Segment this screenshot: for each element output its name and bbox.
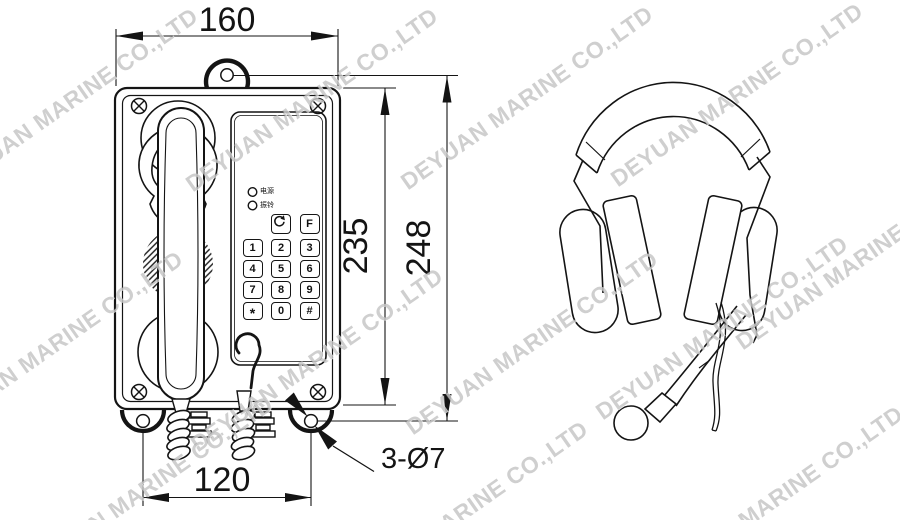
keypad-key-9: 9 bbox=[299, 281, 320, 299]
ring-led-label: 振铃 bbox=[260, 202, 274, 209]
keypad-key-8: 8 bbox=[271, 281, 291, 299]
dimension-text-235: 235 bbox=[337, 218, 375, 275]
right-mounting-hole bbox=[303, 413, 319, 429]
bottom-mounting-lugs bbox=[119, 409, 335, 434]
right-ear-pad bbox=[683, 194, 743, 326]
headset-cable bbox=[711, 301, 727, 432]
headband bbox=[575, 81, 771, 174]
hook-switch-crank bbox=[234, 332, 262, 412]
mic-boom-collar bbox=[643, 391, 678, 424]
dimension-text-120: 120 bbox=[194, 461, 251, 499]
cable-glands bbox=[186, 411, 276, 438]
left-mounting-hole bbox=[135, 413, 151, 429]
redial-icon bbox=[274, 215, 285, 227]
left-ear-cup bbox=[559, 208, 619, 334]
dimension-160 bbox=[115, 29, 339, 86]
keypad-key-1: 1 bbox=[242, 239, 263, 257]
left-ear-pad bbox=[602, 194, 662, 326]
dimension-text-160: 160 bbox=[199, 1, 256, 39]
redial-key bbox=[271, 214, 291, 234]
keypad-key-4: 4 bbox=[242, 260, 263, 278]
left-coiled-cord bbox=[166, 409, 191, 461]
keypad-key-3: 3 bbox=[299, 239, 320, 257]
keypad-key-2: 2 bbox=[271, 239, 291, 257]
power-led-label: 电源 bbox=[260, 188, 274, 195]
dimension-text-248: 248 bbox=[400, 220, 438, 277]
microphone-boom bbox=[613, 305, 747, 441]
keypad-panel bbox=[230, 111, 327, 366]
right-headband-wire bbox=[746, 156, 771, 344]
keypad-key-star: * bbox=[242, 302, 263, 320]
microphone-ball bbox=[613, 405, 649, 441]
dimension-120 bbox=[142, 429, 312, 506]
telephone-front-view bbox=[113, 58, 342, 461]
top-mounting-lug bbox=[203, 58, 251, 89]
function-key: F bbox=[299, 214, 320, 234]
keypad-key-7: 7 bbox=[242, 281, 263, 299]
dimension-annotations: 160 235 248 120 3-Ø7 bbox=[115, 1, 458, 506]
power-led bbox=[247, 186, 258, 197]
keypad-key-6: 6 bbox=[299, 260, 320, 278]
headset-drawing bbox=[559, 81, 778, 441]
left-headband-wire bbox=[573, 159, 604, 294]
keypad-key-0: 0 bbox=[271, 302, 291, 320]
ring-led bbox=[247, 200, 258, 211]
keypad-key-5: 5 bbox=[271, 260, 291, 278]
dimension-248 bbox=[233, 74, 458, 422]
handset-and-cradle bbox=[137, 100, 219, 414]
keypad-key-hash: # bbox=[299, 302, 320, 320]
hole-callout-text: 3-Ø7 bbox=[381, 443, 445, 475]
right-coiled-cord bbox=[230, 409, 256, 461]
dimension-235 bbox=[343, 87, 396, 406]
hole-callout-leader bbox=[285, 392, 375, 473]
